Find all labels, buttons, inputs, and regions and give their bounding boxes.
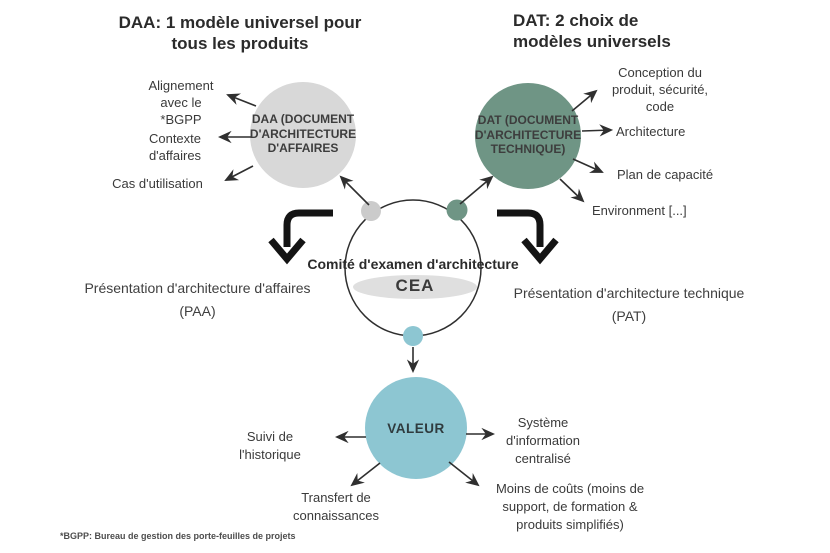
arrow-dat-environment (559, 178, 585, 203)
dat-item-environment: Environment [...] (592, 203, 687, 218)
dat-circle-label: DAT (DOCUMENT D'ARCHITECTURE TECHNIQUE) (474, 113, 582, 156)
daa-circle-label: DAA (DOCUMENT D'ARCHITECTURE D'AFFAIRES (249, 112, 357, 155)
valeur-item-transfert: Transfert de connaissances (293, 490, 379, 523)
bold-arrow-left-head-icon (268, 237, 306, 265)
pat-presentation: Présentation d'architecture technique (P… (495, 282, 763, 328)
bgpp-footnote: *BGPP: Bureau de gestion des porte-feuil… (60, 531, 296, 541)
paa-presentation: Présentation d'architecture d'affaires (… (50, 277, 345, 323)
arrow-dat-plan-capacite (572, 158, 604, 173)
arrow-dot-to-dat (459, 175, 494, 205)
arrow-valeur-moins-couts (448, 461, 480, 487)
cea-title: Comité d'examen d'architecture (307, 256, 519, 272)
paa-acronym: (PAA) (179, 303, 216, 319)
bold-arrow-left-icon (283, 209, 333, 247)
valeur-item-suivi: Suivi de l'historique (239, 429, 301, 462)
bold-arrow-right-icon (497, 209, 544, 247)
arrow-valeur-transfert (350, 462, 381, 487)
daa-item-alignement: Alignement avec le *BGPP (148, 78, 214, 127)
arrow-dat-architecture (581, 124, 614, 137)
daa-connector-dot (361, 201, 381, 221)
pat-presentation-text: Présentation d'architecture technique (513, 285, 745, 301)
valeur-circle-label: VALEUR (387, 421, 445, 436)
arrow-daa-alignement (226, 93, 257, 107)
dat-item-architecture: Architecture (616, 124, 686, 139)
cea-acronym: CEA (395, 276, 435, 295)
dat-title: DAT: 2 choix de modèles universels (513, 11, 671, 51)
daa-item-cas-utilisation: Cas d'utilisation (112, 176, 203, 191)
valeur-connector-dot (403, 326, 423, 346)
bold-arrow-right-head-icon (521, 237, 559, 265)
dat-item-conception: Conception du produit, sécurité, code (611, 65, 709, 114)
valeur-item-moins-couts: Moins de coûts (moins de support, de for… (495, 481, 645, 532)
dat-circle (475, 83, 581, 189)
daa-item-contexte: Contexte d'affaires (148, 131, 202, 163)
arrow-daa-cas-utilisation (224, 165, 254, 181)
arrow-dot-to-daa (339, 175, 370, 206)
paa-presentation-text: Présentation d'architecture d'affaires (84, 280, 311, 296)
daa-circle (250, 82, 356, 188)
daa-title: DAA: 1 modèle universel pour tous les pr… (118, 13, 362, 53)
arrow-dat-conception (571, 89, 598, 112)
valeur-item-systeme: Système d'information centralisé (505, 415, 581, 466)
pat-acronym: (PAT) (611, 308, 647, 324)
dat-connector-dot (446, 199, 468, 221)
cea-ellipse (353, 275, 477, 299)
dat-item-plan-capacite: Plan de capacité (617, 167, 714, 182)
valeur-circle (365, 377, 467, 479)
